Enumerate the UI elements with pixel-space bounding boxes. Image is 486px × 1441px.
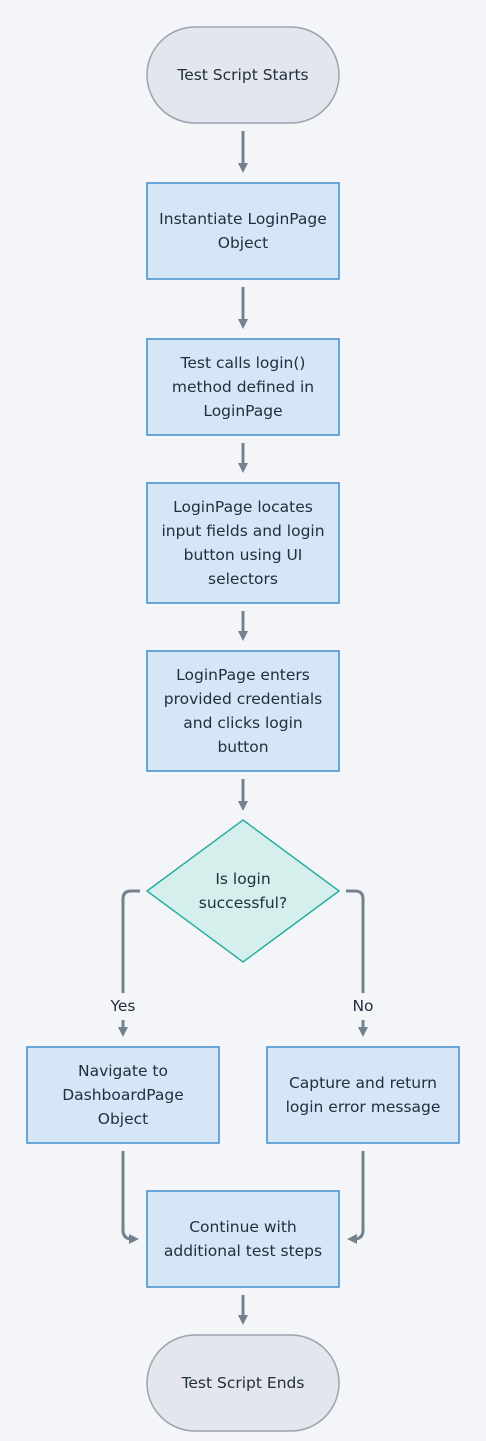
end-node-label: Test Script Ends xyxy=(181,1374,305,1392)
start-node: Test Script Starts xyxy=(147,27,339,123)
call-login-node-label: Test calls login() method defined in Log… xyxy=(171,354,315,420)
locate-node-label: LoginPage locates input fields and login… xyxy=(161,498,325,588)
arrow-decision-no-to-error xyxy=(346,889,365,993)
enter-node: LoginPage enters provided credentials an… xyxy=(147,651,339,771)
end-terminal-shape xyxy=(146,1334,340,1432)
decision-node-label: Is login successful? xyxy=(198,870,288,912)
dashboard-process-shape xyxy=(26,1046,220,1144)
call-login-node: Test calls login() method defined in Log… xyxy=(147,339,339,435)
enter-node-label: LoginPage enters provided credentials an… xyxy=(163,666,323,756)
arrow-dashboard-to-continue xyxy=(121,1151,139,1244)
call-login-process-shape xyxy=(146,338,340,436)
locate-node: LoginPage locates input fields and login… xyxy=(147,483,339,603)
continue-process-shape xyxy=(146,1190,340,1288)
decision-node: Is login successful? xyxy=(178,843,308,939)
continue-node: Continue with additional test steps xyxy=(147,1191,339,1287)
instantiate-process-shape xyxy=(146,182,340,280)
enter-process-shape xyxy=(146,650,340,772)
end-node: Test Script Ends xyxy=(147,1335,339,1431)
instantiate-node: Instantiate LoginPage Object xyxy=(147,183,339,279)
locate-process-shape xyxy=(146,482,340,604)
error-process-shape xyxy=(266,1046,460,1144)
start-terminal-shape xyxy=(146,26,340,124)
edge-label-yes: Yes xyxy=(110,997,136,1015)
error-node: Capture and return login error message xyxy=(267,1047,459,1143)
error-node-label: Capture and return login error message xyxy=(285,1074,441,1116)
arrow-decision-yes-to-dashboard xyxy=(121,889,140,993)
edge-label-no: No xyxy=(352,997,374,1015)
arrow-error-to-continue xyxy=(347,1151,365,1244)
start-node-label: Test Script Starts xyxy=(177,66,309,84)
dashboard-node: Navigate to DashboardPage Object xyxy=(27,1047,219,1143)
continue-node-label: Continue with additional test steps xyxy=(163,1218,323,1260)
instantiate-node-label: Instantiate LoginPage Object xyxy=(159,210,327,252)
dashboard-node-label: Navigate to DashboardPage Object xyxy=(62,1062,184,1128)
decision-diamond-shape xyxy=(145,819,341,963)
